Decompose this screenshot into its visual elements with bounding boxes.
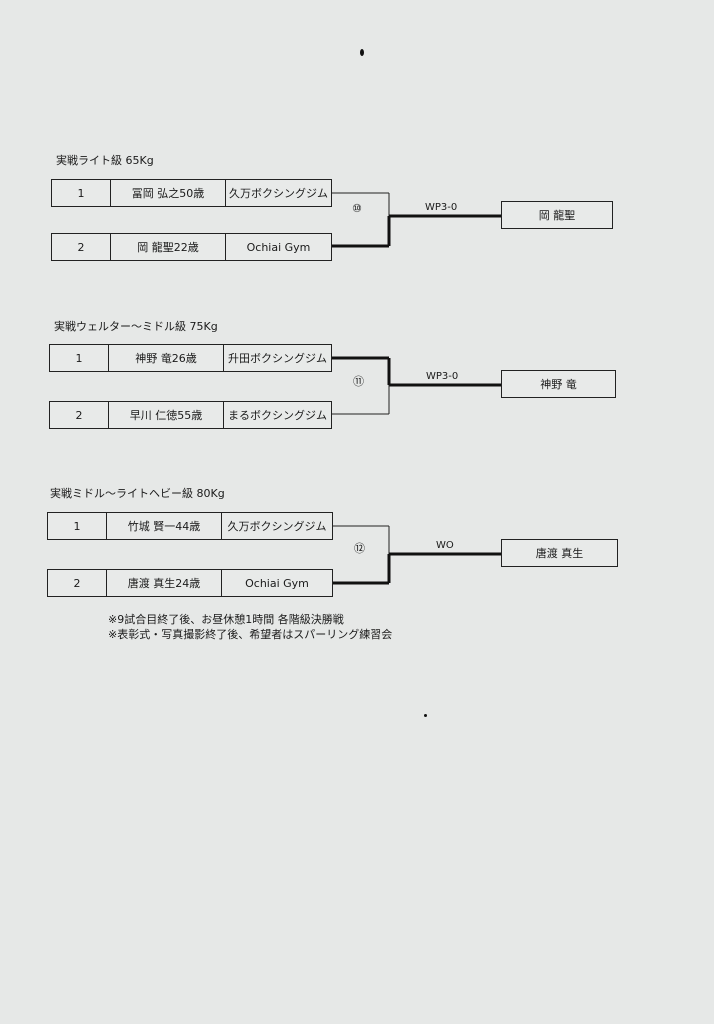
match-result: WP3-0 (426, 371, 459, 382)
fighter-row: 1 冨岡 弘之50歳 久万ボクシングジム (51, 179, 332, 207)
seed-number: 1 (50, 345, 109, 371)
division-title: 実戦ウェルター～ミドル級 75Kg (54, 320, 218, 333)
fighter-name: 竹城 賢一44歳 (107, 513, 222, 539)
footnote: ※9試合目終了後、お昼休憩1時間 各階級決勝戦 (108, 613, 344, 626)
footnotes: ※9試合目終了後、お昼休憩1時間 各階級決勝戦 ※表彰式・写真撮影終了後、希望者… (108, 612, 392, 642)
fighter-name: 早川 仁徳55歳 (109, 402, 224, 428)
fighter-name: 岡 龍聖22歳 (111, 234, 226, 260)
seed-number: 2 (48, 570, 107, 596)
bout-number: ⑪ (353, 375, 364, 388)
fighter-row: 1 神野 竜26歳 升田ボクシングジム (49, 344, 332, 372)
fighter-row: 2 岡 龍聖22歳 Ochiai Gym (51, 233, 332, 261)
division-title: 実戦ライト級 65Kg (56, 154, 154, 167)
footnote: ※表彰式・写真撮影終了後、希望者はスパーリング練習会 (108, 628, 393, 641)
winner-box: 神野 竜 (501, 370, 616, 398)
fighter-name: 冨岡 弘之50歳 (111, 180, 226, 206)
bout-number: ⑫ (354, 542, 365, 555)
division-title: 実戦ミドル～ライトヘビー級 80Kg (50, 487, 225, 500)
fighter-name: 神野 竜26歳 (109, 345, 224, 371)
seed-number: 1 (48, 513, 107, 539)
fighter-gym: Ochiai Gym (246, 240, 311, 254)
fighter-gym: 久万ボクシングジム (229, 187, 328, 200)
fighter-gym: Ochiai Gym (245, 576, 309, 590)
fighter-row: 1 竹城 賢一44歳 久万ボクシングジム (47, 512, 333, 540)
match-result: WO (436, 540, 454, 551)
fighter-gym: 升田ボクシングジム (228, 352, 327, 365)
winner-box: 唐渡 真生 (501, 539, 618, 567)
fighter-name: 唐渡 真生24歳 (107, 570, 222, 596)
paper-speck (360, 49, 364, 56)
paper-speck (424, 714, 427, 717)
fighter-gym: 久万ボクシングジム (227, 520, 327, 533)
fighter-gym: まるボクシングジム (228, 409, 327, 422)
bout-number: ⑩ (352, 202, 362, 215)
fighter-row: 2 唐渡 真生24歳 Ochiai Gym (47, 569, 333, 597)
winner-box: 岡 龍聖 (501, 201, 613, 229)
seed-number: 1 (52, 180, 111, 206)
seed-number: 2 (50, 402, 109, 428)
seed-number: 2 (52, 234, 111, 260)
match-result: WP3-0 (425, 202, 458, 213)
fighter-row: 2 早川 仁徳55歳 まるボクシングジム (49, 401, 332, 429)
